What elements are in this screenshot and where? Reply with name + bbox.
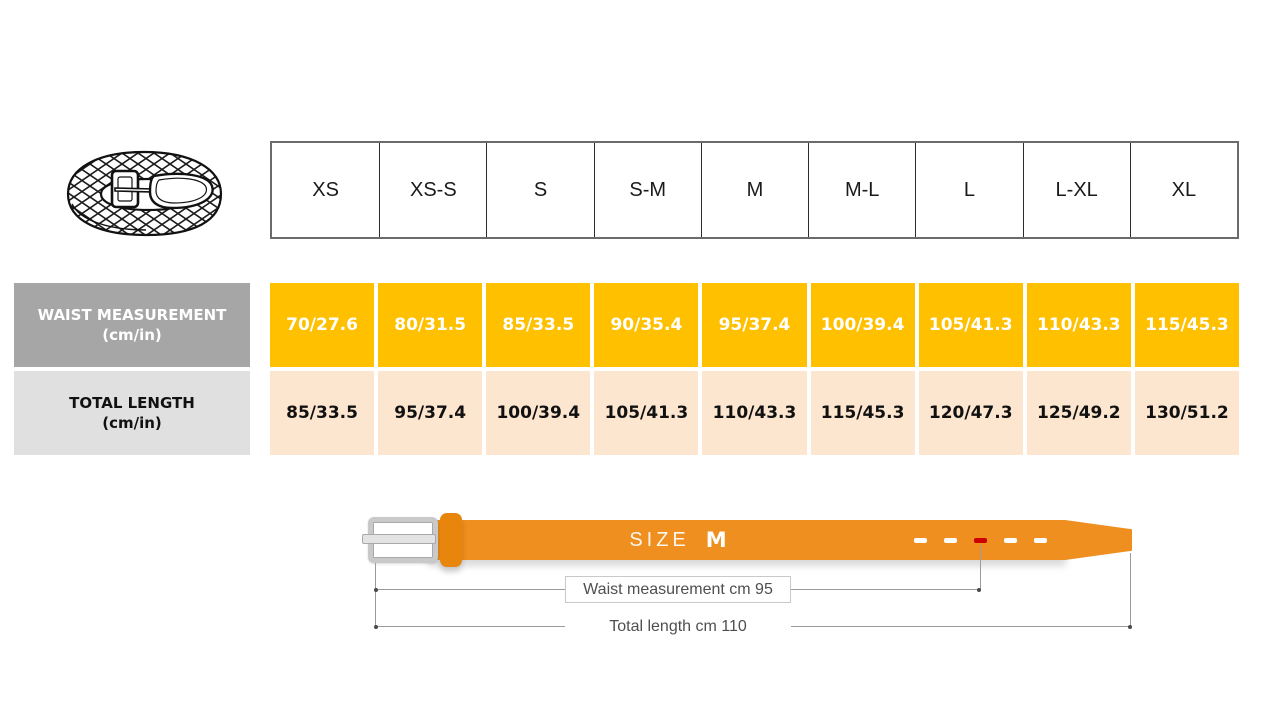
dimension-dot xyxy=(374,625,378,629)
size-header-table: XS XS-S S S-M M M-L L L-XL XL xyxy=(270,141,1239,239)
braided-belt-icon xyxy=(66,150,223,237)
dimension-dot xyxy=(374,588,378,592)
size-header-cell: S-M xyxy=(593,143,701,237)
belt-size-indicator: SIZE M xyxy=(602,527,754,553)
dimension-line-vertical-hole xyxy=(980,545,981,590)
waist-value-cell: 90/35.4 xyxy=(594,283,699,367)
belt-keeper-loop xyxy=(440,513,462,567)
size-header-cell: M xyxy=(700,143,808,237)
belt-strap xyxy=(428,520,1066,560)
waist-value-cell: 70/27.6 xyxy=(270,283,375,367)
dimension-dot xyxy=(1128,625,1132,629)
row-label-unit: (cm/in) xyxy=(102,326,162,344)
length-value-cell: 85/33.5 xyxy=(270,371,375,455)
waist-measurement-row: 70/27.6 80/31.5 85/33.5 90/35.4 95/37.4 … xyxy=(270,283,1239,367)
belt-hole xyxy=(1034,538,1047,543)
length-value-cell: 130/51.2 xyxy=(1134,371,1239,455)
total-length-callout: Total length cm 110 xyxy=(565,615,791,639)
waist-value-cell: 100/39.4 xyxy=(810,283,915,367)
size-header-cell: XL xyxy=(1129,143,1237,237)
size-header-cell: L-XL xyxy=(1022,143,1130,237)
row-label-text: TOTAL LENGTH xyxy=(69,393,195,412)
belt-hole-selected xyxy=(974,538,987,543)
waist-value-cell: 105/41.3 xyxy=(918,283,1023,367)
total-length-row-label: TOTAL LENGTH (cm/in) xyxy=(14,371,250,455)
length-value-cell: 95/37.4 xyxy=(378,371,483,455)
waist-value-cell: 110/43.3 xyxy=(1026,283,1131,367)
belt-hole xyxy=(914,538,927,543)
waist-measurement-row-label: WAIST MEASUREMENT (cm/in) xyxy=(14,283,250,367)
dimension-dot xyxy=(977,588,981,592)
waist-value-cell: 95/37.4 xyxy=(702,283,807,367)
dimension-line-vertical-buckle xyxy=(375,563,376,627)
length-value-cell: 105/41.3 xyxy=(594,371,699,455)
size-header-cell: L xyxy=(915,143,1022,237)
total-length-text: Total length cm 110 xyxy=(609,618,747,635)
waist-value-cell: 85/33.5 xyxy=(486,283,591,367)
row-label-unit: (cm/in) xyxy=(102,414,162,432)
waist-measurement-text: Waist measurement cm 95 xyxy=(583,580,773,598)
length-value-cell: 110/43.3 xyxy=(702,371,807,455)
size-value: M xyxy=(705,528,727,552)
belt-tip xyxy=(1065,520,1132,560)
waist-value-cell: 115/45.3 xyxy=(1134,283,1239,367)
length-value-cell: 115/45.3 xyxy=(810,371,915,455)
size-header-cell: S xyxy=(486,143,593,237)
waist-value-cell: 80/31.5 xyxy=(378,283,483,367)
length-value-cell: 125/49.2 xyxy=(1026,371,1131,455)
total-length-row: 85/33.5 95/37.4 100/39.4 105/41.3 110/43… xyxy=(270,371,1239,455)
size-header-cell: XS-S xyxy=(379,143,486,237)
size-label: SIZE xyxy=(629,528,690,551)
row-label-text: WAIST MEASUREMENT xyxy=(37,305,227,324)
dimension-line-vertical-tip xyxy=(1130,553,1131,627)
belt-hole xyxy=(944,538,957,543)
length-value-cell: 120/47.3 xyxy=(918,371,1023,455)
length-value-cell: 100/39.4 xyxy=(486,371,591,455)
belt-buckle-prong xyxy=(362,534,436,544)
size-header-cell: XS xyxy=(312,178,339,201)
belt-hole xyxy=(1004,538,1017,543)
size-header-cell: M-L xyxy=(808,143,915,237)
waist-measurement-callout: Waist measurement cm 95 xyxy=(565,576,791,603)
